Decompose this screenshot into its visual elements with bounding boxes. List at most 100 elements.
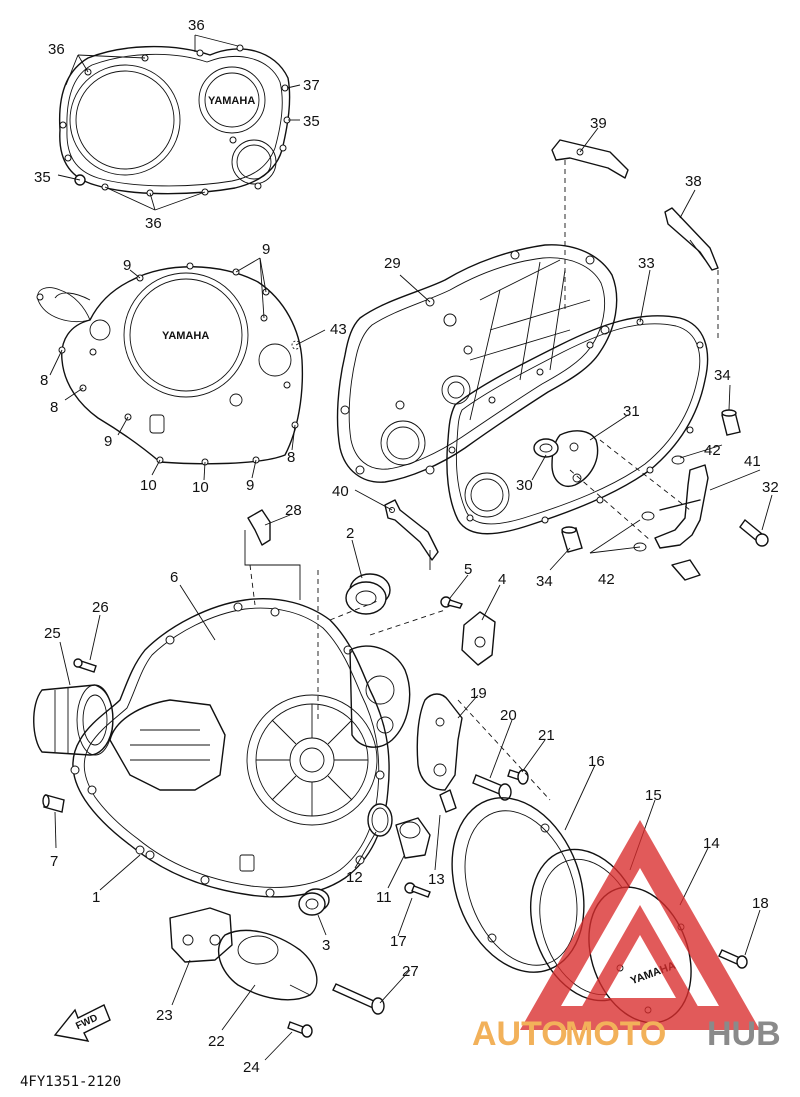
callout-8: 8 (287, 449, 295, 466)
oil-pump-cover (349, 645, 411, 748)
fwd-arrow-icon: FWD (53, 1004, 111, 1042)
cover-22 (217, 929, 318, 1001)
callout-5: 5 (464, 561, 472, 578)
callout-6: 6 (170, 569, 178, 586)
bolt-26 (73, 658, 97, 673)
callout-7: 7 (50, 853, 58, 870)
callout-30: 30 (516, 477, 533, 494)
bolt-21 (507, 769, 529, 785)
plate-19 (416, 693, 463, 791)
callout-28: 28 (285, 502, 302, 519)
callout-8: 8 (50, 399, 58, 416)
callout-35: 35 (34, 169, 51, 186)
callout-11: 11 (376, 889, 392, 906)
callout-4: 4 (498, 571, 506, 588)
callout-10: 10 (140, 477, 157, 494)
yamaha-logo-top: YAMAHA (208, 95, 255, 107)
screw-17 (404, 882, 431, 898)
callout-24: 24 (243, 1059, 260, 1076)
callout-40: 40 (332, 483, 349, 500)
callout-3: 3 (322, 937, 330, 954)
callout-22: 22 (208, 1033, 225, 1050)
callout-23: 23 (156, 1007, 173, 1024)
callout-25: 25 (44, 625, 61, 642)
callout-29: 29 (384, 255, 401, 272)
callout-36: 36 (145, 215, 162, 232)
callout-1: 1 (92, 889, 100, 906)
bolt-18 (718, 949, 748, 969)
dowel-7 (42, 794, 65, 813)
leader-lines (49, 34, 773, 1061)
bracket-40 (384, 499, 439, 570)
callout-16: 16 (588, 753, 605, 770)
watermark-moto: MOTO (565, 1015, 666, 1053)
callout-21: 21 (538, 727, 555, 744)
callout-36: 36 (188, 17, 205, 34)
callout-2: 2 (346, 525, 354, 542)
starter-motor-25 (33, 684, 114, 756)
callout-17: 17 (390, 933, 407, 950)
cover-14: YAMAHA (588, 886, 692, 1024)
screw-24 (287, 1021, 313, 1038)
o-ring-12 (367, 803, 393, 837)
screw-5 (440, 596, 463, 609)
callout-19: 19 (470, 685, 487, 702)
callout-42: 42 (598, 571, 615, 588)
callout-27: 27 (402, 963, 419, 980)
oil-seal-2 (345, 573, 391, 615)
callout-43: 43 (330, 321, 347, 338)
watermark-hub: HUB (707, 1015, 781, 1053)
callout-33: 33 (638, 255, 655, 272)
plug-11 (395, 817, 431, 859)
callout-36: 36 (48, 41, 65, 58)
part-code: 4FY1351-2120 (20, 1074, 121, 1090)
callout-34: 34 (714, 367, 731, 384)
clip-28 (244, 509, 301, 600)
callout-9: 9 (262, 241, 270, 258)
pin-13 (439, 789, 457, 813)
crankcase-cover-6 (70, 598, 390, 898)
callout-14: 14 (703, 835, 720, 852)
shift-arm-41 (633, 455, 769, 581)
callout-labels: 36 36 37 35 35 36 9 9 43 8 8 9 8 10 10 9… (34, 17, 779, 1076)
watermark-auto: AUTO (472, 1015, 568, 1053)
callout-9: 9 (123, 257, 131, 274)
callout-37: 37 (303, 77, 320, 94)
callout-20: 20 (500, 707, 517, 724)
oil-seal-3 (298, 888, 330, 916)
callout-15: 15 (645, 787, 662, 804)
plate-4 (461, 611, 496, 666)
callout-34: 34 (536, 573, 553, 590)
bolt-27 (332, 983, 385, 1015)
callout-9: 9 (104, 433, 112, 450)
watermark-text: AUTO MOTO HUB (472, 1015, 781, 1053)
callout-42: 42 (704, 442, 721, 459)
bolt-20 (472, 774, 512, 801)
callout-31: 31 (623, 403, 640, 420)
callout-8: 8 (40, 372, 48, 389)
callout-18: 18 (752, 895, 769, 912)
callout-13: 13 (428, 871, 445, 888)
callout-35: 35 (303, 113, 320, 130)
callout-39: 39 (590, 115, 607, 132)
watermark-logo (520, 820, 760, 1030)
callout-10: 10 (192, 479, 209, 496)
callout-38: 38 (685, 173, 702, 190)
callout-32: 32 (762, 479, 779, 496)
clip-39 (551, 139, 629, 310)
cover-gasket-33 (446, 315, 709, 535)
relation-lines (249, 439, 691, 801)
bracket-23 (169, 907, 233, 963)
gasket-ring-16 (451, 797, 585, 973)
callout-9: 9 (246, 477, 254, 494)
clip-38 (664, 207, 719, 340)
clutch-cover-gasket-top: YAMAHA (58, 44, 291, 197)
callout-41: 41 (744, 453, 761, 470)
dowel-pin-34 (561, 409, 741, 553)
crankcase-cover-29 (336, 244, 618, 483)
callout-26: 26 (92, 599, 109, 616)
callout-12: 12 (346, 869, 363, 886)
yamaha-logo-mid: YAMAHA (162, 330, 209, 342)
